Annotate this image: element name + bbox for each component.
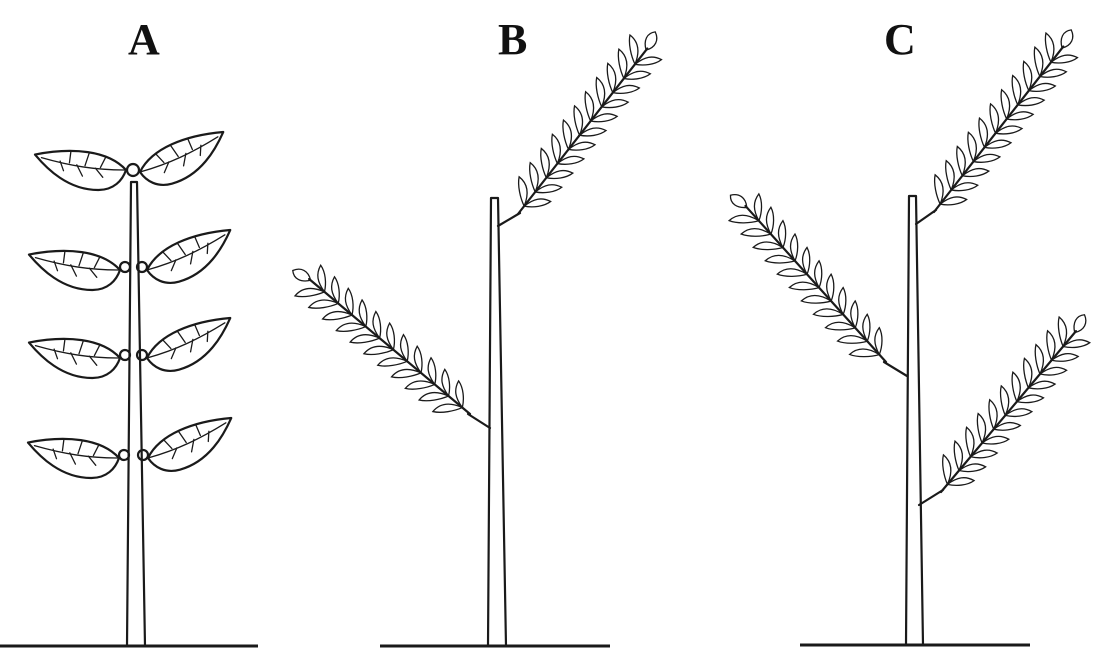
leaf-a-2-right	[143, 230, 236, 286]
node-a-3b	[137, 350, 147, 360]
stem-c	[906, 196, 923, 645]
panel-b-plant	[281, 21, 672, 646]
leaf-a-1-right	[136, 132, 229, 188]
leaf-a-1-left	[35, 142, 128, 198]
frond-c-left	[717, 181, 899, 377]
leaf-a-4-left	[28, 430, 121, 486]
leaf-a-4-right	[144, 418, 237, 474]
branch-b-lower	[468, 414, 490, 428]
leaf-a-2-left	[29, 242, 122, 298]
panel-label-b: B	[498, 18, 527, 62]
stem-a	[127, 182, 145, 646]
panel-a-plant	[0, 132, 258, 646]
panel-label-a: A	[128, 18, 160, 62]
node-a-4b	[138, 450, 148, 460]
frond-c-lower	[924, 303, 1101, 503]
stem-b	[488, 198, 506, 646]
node-a-1	[127, 164, 139, 176]
leaf-a-3-left	[29, 330, 122, 386]
panel-c-plant	[717, 19, 1101, 645]
node-a-2	[120, 262, 130, 272]
branch-c-lower	[919, 490, 943, 505]
frond-c-upper	[917, 19, 1089, 223]
frond-b-lower	[281, 254, 481, 431]
leaf-a-3-right	[143, 318, 236, 374]
branch-b-upper	[498, 213, 520, 226]
panel-label-c: C	[884, 18, 916, 62]
node-a-4	[119, 450, 129, 460]
branch-c-left	[884, 362, 907, 376]
